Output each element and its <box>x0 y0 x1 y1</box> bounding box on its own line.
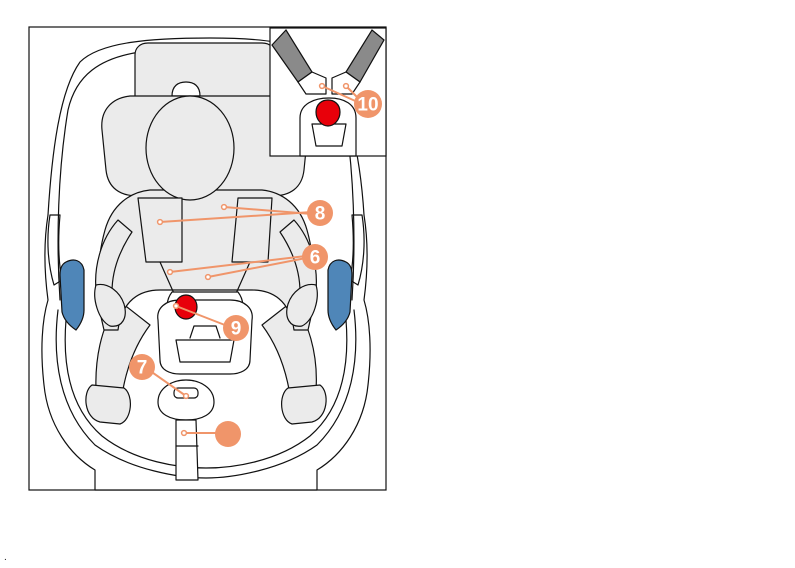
callout-10-label: 10 <box>357 95 378 116</box>
callout-8: 8 <box>307 200 333 226</box>
callout-7-label: 7 <box>137 358 148 379</box>
callout-7: 7 <box>129 354 155 380</box>
page-mark: . <box>4 552 7 563</box>
callout-9: 9 <box>223 315 249 341</box>
callout-8-label: 8 <box>315 204 326 225</box>
callout-blank <box>215 421 241 447</box>
callout-10: 10 <box>354 90 382 118</box>
callout-6-label: 6 <box>310 248 321 269</box>
callout-6: 6 <box>302 244 328 270</box>
callout-9-label: 9 <box>231 319 242 340</box>
